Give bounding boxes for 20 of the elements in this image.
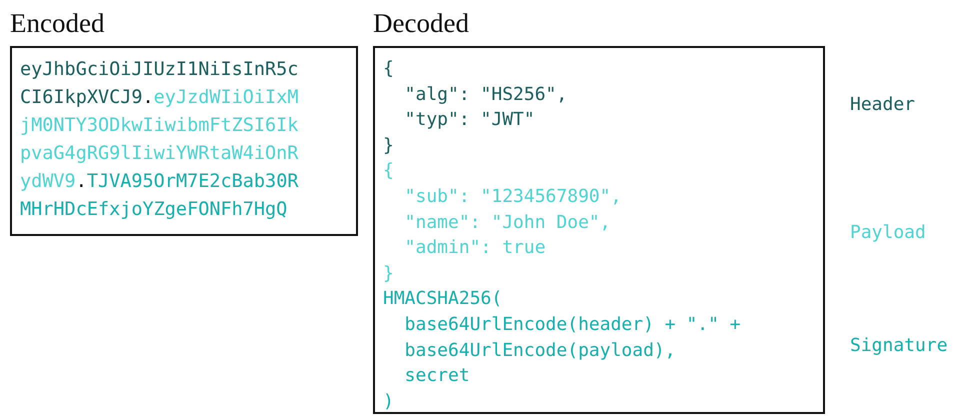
panel-heading: Decoded [373,8,469,39]
code-line: base64UrlEncode(header) + "." + [404,313,741,337]
code-line: "typ": "JWT" [404,108,535,132]
panel-heading: Encoded [10,8,104,39]
code-line: "alg": "HS256", [404,82,568,107]
section-label: Header [850,94,916,115]
code-line: { [383,159,394,184]
code-line: "sub": "1234567890", [404,185,622,209]
code-line: { [383,57,394,81]
code-line: base64UrlEncode(payload), [404,338,676,363]
code-line: } [383,262,394,286]
code-line: "name": "John Doe", [404,210,611,235]
code-line: ) [383,390,394,414]
code-line: HMACSHA256( [383,287,502,312]
code-line: } [383,134,394,158]
section-label: Payload [850,222,926,243]
code-line: secret [404,364,470,388]
section-label: Signature [850,335,948,356]
code-line: "admin": true [404,236,546,260]
token-text: eyJhbGciOiJIUzI1NiIsInR5cCI6IkpXVCJ9.eyJzdWIiOiIxMjM0NTY3ODkwIiwibmFtZSI6IkpvaG4gRG9lIiwiYWRtaW4iOnRydWV9.TJVA95OrM7E2cBab30RMHrHDcEfxjoYZgeFONFh7HgQ [20,58,300,222]
